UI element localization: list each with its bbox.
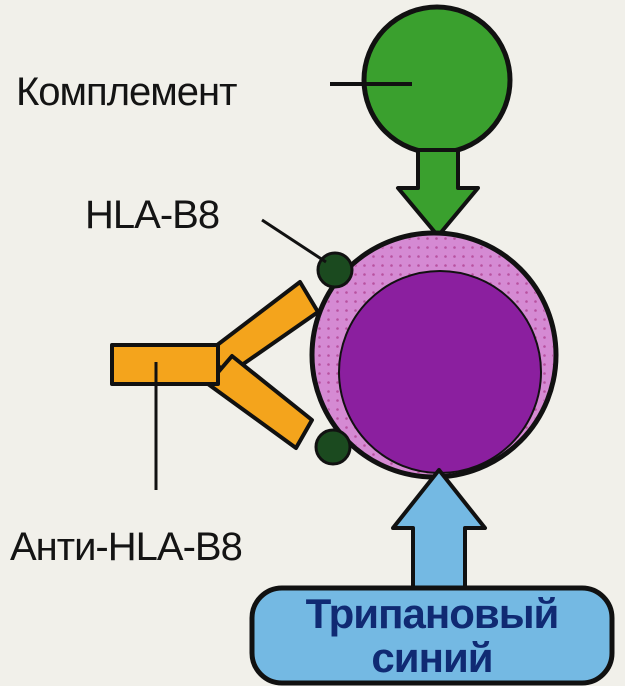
- trypan-blue-line2: синий: [256, 636, 608, 680]
- trypan-blue-line1: Трипановый: [256, 592, 608, 636]
- hla-antigen-bottom: [316, 430, 350, 464]
- antibody-lower-arm: [208, 356, 312, 448]
- complement-arrow: [398, 150, 478, 236]
- antibody-stem: [112, 345, 218, 384]
- complement-group: [330, 7, 510, 236]
- trypan-arrow: [393, 470, 485, 592]
- anti-hla-b8-label: Анти-HLA-B8: [10, 527, 242, 567]
- complement-ball: [364, 7, 510, 153]
- complement-label: Комплемент: [16, 72, 236, 112]
- hla-pointer-line: [262, 220, 326, 262]
- trypan-blue-label: Трипановый синий: [256, 592, 608, 680]
- hla-b8-label: HLA-B8: [85, 195, 219, 235]
- antibody: [112, 282, 318, 448]
- hla-antigen-top: [318, 253, 352, 287]
- cell-nucleus: [339, 271, 541, 473]
